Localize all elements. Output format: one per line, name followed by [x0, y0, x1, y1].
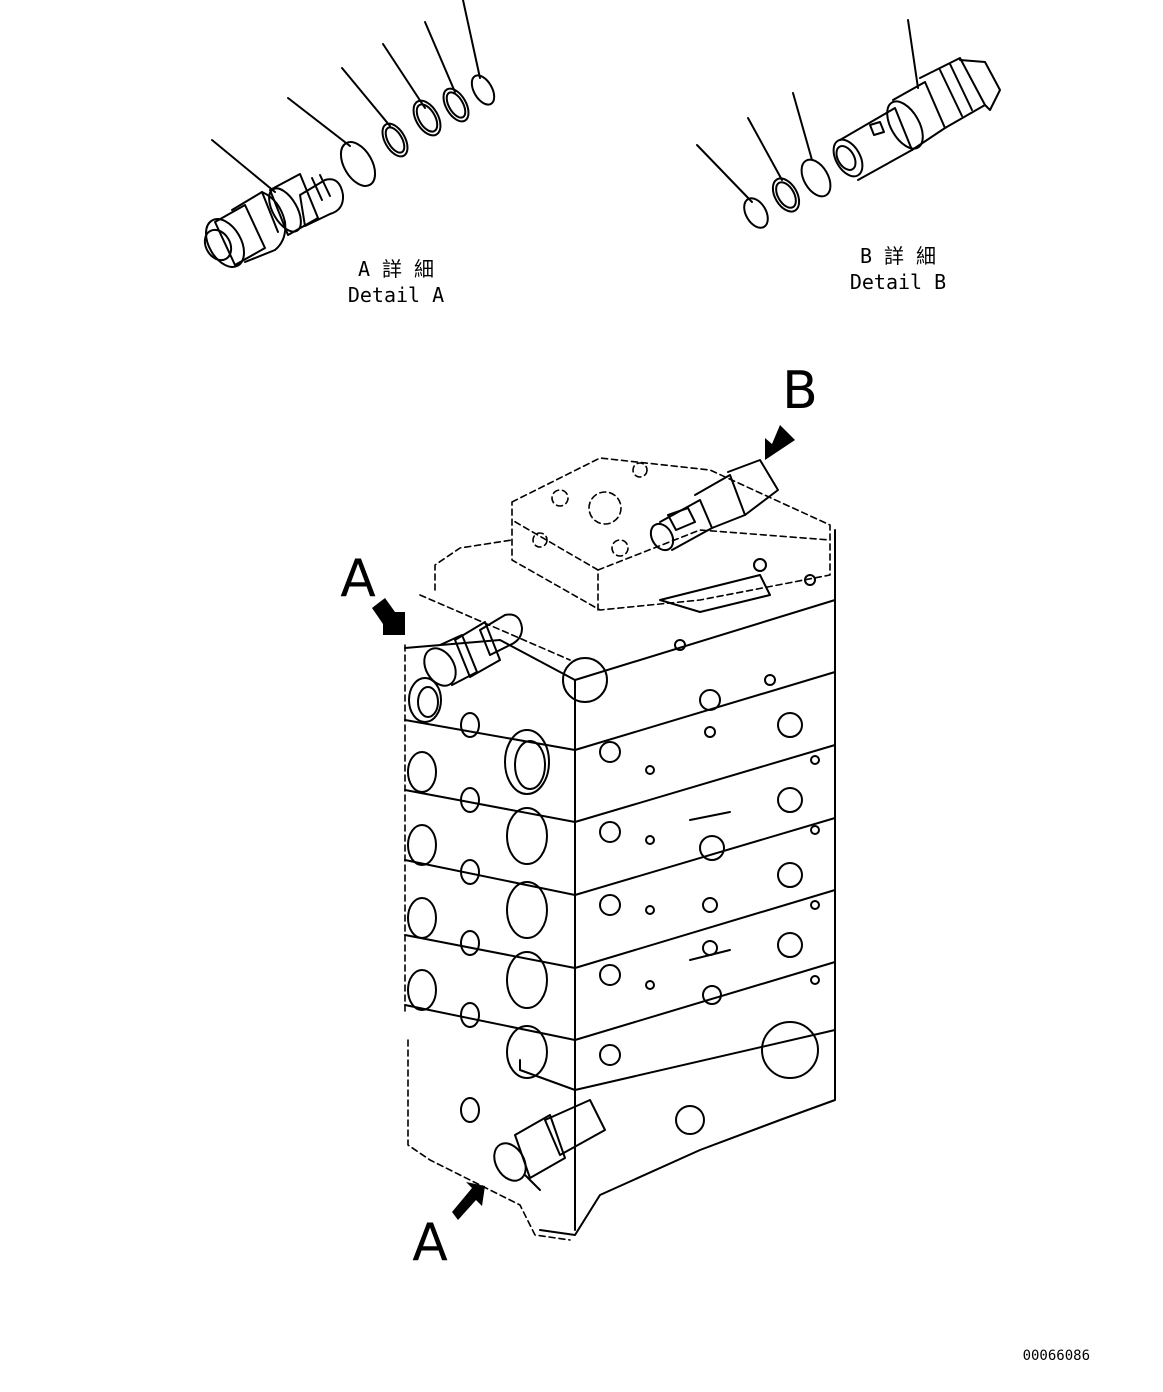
arrow-a-bottom — [452, 1182, 485, 1220]
callout-b: B — [782, 361, 818, 421]
drawing-number: 00066086 — [1023, 1348, 1090, 1364]
relief-valve-a — [203, 173, 345, 268]
relief-valve-b — [832, 57, 1001, 181]
detail-a-title-en: Detail A — [348, 283, 444, 307]
arrow-a-top — [372, 598, 405, 635]
callout-a-top: A — [340, 549, 376, 609]
callout-a-bottom: A — [412, 1213, 448, 1273]
front-face-ports — [562, 558, 820, 1135]
arrow-b — [765, 425, 795, 460]
control-valve-body — [404, 457, 836, 1241]
left-face-ports — [407, 677, 550, 1123]
detail-a-title-jp: A 詳 細 — [358, 257, 434, 281]
detail-b-title-jp: B 詳 細 — [860, 244, 936, 268]
installed-valve-a-top — [423, 613, 523, 687]
detail-b-assembly — [696, 19, 1001, 229]
installed-valve-b — [649, 459, 779, 552]
installed-valve-a-bottom — [493, 1099, 606, 1191]
detail-b-title-en: Detail B — [850, 270, 946, 294]
detail-a-assembly — [203, 0, 496, 268]
o-ring-a1 — [339, 141, 377, 187]
